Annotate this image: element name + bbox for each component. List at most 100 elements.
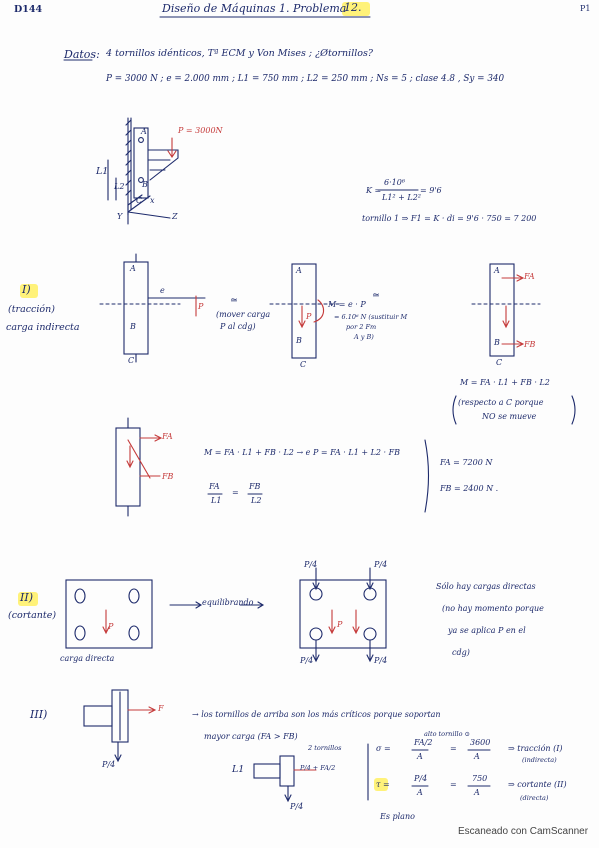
fig1-force-arrow xyxy=(167,137,177,158)
k-numerator: 6·10⁶ xyxy=(384,178,406,187)
k-tornillo: tornillo 1 ⇒ F1 = K · di = 9'6 · 750 = 7… xyxy=(362,214,537,223)
s1-fa-val: FA = 7200 N xyxy=(440,458,493,467)
fig1-l1: L1 xyxy=(96,166,109,177)
section2-numeral: II) xyxy=(20,591,33,604)
section3-small-bolt xyxy=(253,755,317,803)
k-denominator: L1² + L2² xyxy=(382,193,422,202)
section2-plate-left xyxy=(65,579,153,649)
s1-left-a: A xyxy=(130,264,136,273)
s1-m-eq: M = e · P xyxy=(328,300,366,309)
section2-arrow2 xyxy=(239,601,265,609)
s1-frac-ld: L1 xyxy=(211,496,222,505)
s1-low-fb: FB xyxy=(162,472,174,481)
s1-frac-r: FB xyxy=(249,482,261,491)
s3-tau: τ = xyxy=(376,780,390,789)
section3-fraction-bars xyxy=(411,749,491,787)
s1-m-right: M = FA · L1 + FB · L2 xyxy=(460,378,550,387)
s1-frac-l: FA xyxy=(209,482,220,491)
s1-mover: (mover carga xyxy=(216,310,271,319)
datos-label: Datos: xyxy=(64,48,100,61)
section1-plate-lower xyxy=(115,417,141,517)
datos-line2: P = 3000 N ; e = 2.000 mm ; L1 = 750 mm … xyxy=(106,74,505,84)
section2-eq: equilibrando xyxy=(202,598,254,607)
s2-note3: ya se aplica P en el xyxy=(448,626,526,635)
s2-note2: (no hay momento porque xyxy=(442,604,544,613)
s1-mid-c: C xyxy=(300,360,307,369)
section1-mid-arrows xyxy=(298,299,325,329)
fig1-x: x xyxy=(150,196,155,205)
s1-approx1: ≃ xyxy=(230,295,238,306)
datos-line1: 4 tornillos idénticos, Tª ECM y Von Mise… xyxy=(106,48,373,59)
section2-left-p xyxy=(102,609,110,635)
s1-fb-val: FB = 2400 N . xyxy=(440,484,499,493)
fig1-p-label: P = 3000N xyxy=(178,126,223,135)
section1-highlight xyxy=(20,284,38,298)
s3-tau-tag2: (directa) xyxy=(520,794,549,802)
s1-eq-big: M = FA · L1 + FB · L2 → e P = FA · L1 + … xyxy=(204,448,401,457)
section2-highlight xyxy=(18,592,38,606)
s1-mid-p: P xyxy=(306,312,312,321)
s3-sigma-num: FA/2 xyxy=(414,738,433,747)
s3-note2: mayor carga (FA > FB) xyxy=(204,732,298,741)
section3-numeral: III) xyxy=(30,708,48,721)
s1-m-sub2: por 2 Fm xyxy=(346,323,377,331)
s3-sigma-val: 3600 xyxy=(470,738,491,747)
s3-sigma-tag2: (indirecta) xyxy=(522,756,557,764)
fig1-z: Z xyxy=(172,212,178,221)
fig1-a: A xyxy=(141,127,147,136)
s1-mid-b: B xyxy=(296,336,302,345)
s1-left-c: C xyxy=(128,356,135,365)
s3-p4-label: P/4 xyxy=(102,760,116,769)
section2-carga: carga directa xyxy=(60,654,115,663)
s3-es-plano: Es plano xyxy=(380,812,415,821)
s1-e-label: e xyxy=(160,286,165,295)
s3-sigma-eq: = xyxy=(450,744,457,753)
page-title: Diseño de Máquinas 1. Problema xyxy=(162,2,347,15)
s1-resp1: (respecto a C porque xyxy=(458,398,544,407)
s2-note1: Sólo hay cargas directas xyxy=(436,582,536,591)
s2-right-p: P xyxy=(337,620,343,629)
s3-l1: L1 xyxy=(232,764,245,775)
s1-right-c: C xyxy=(496,358,503,367)
s2-p4-tl: P/4 xyxy=(304,560,318,569)
s1-resp2: NO se mueve xyxy=(482,412,537,421)
s3-f-label: F xyxy=(158,704,164,713)
k-value: = 9'6 xyxy=(420,186,442,195)
s2-note4: cdg) xyxy=(452,648,470,657)
s3-tau-num: P/4 xyxy=(414,774,428,783)
section1-carga: carga indirecta xyxy=(6,322,80,333)
section2-subtitle: (cortante) xyxy=(8,610,57,621)
resp-parentheses xyxy=(452,395,576,425)
section1-lower-arrows xyxy=(126,434,163,479)
tau-highlight xyxy=(374,778,388,791)
section1-right-arrows xyxy=(501,274,525,348)
fig1-y: Y xyxy=(117,212,123,221)
s1-right-a: A xyxy=(494,266,500,275)
s1-mid-a: A xyxy=(296,266,302,275)
s2-p4-tr: P/4 xyxy=(374,560,388,569)
problem-number: 12. xyxy=(344,1,362,14)
fig1-c: C xyxy=(136,196,143,205)
s3-tau-den2: A xyxy=(474,788,480,797)
s1-right-b: B xyxy=(494,338,500,347)
s3-sigma-tag: ⇒ tracción (I) xyxy=(508,744,563,753)
section1-plate-left xyxy=(99,253,206,363)
s2-p4-bl: P/4 xyxy=(300,656,314,665)
fig1-axes xyxy=(127,195,171,225)
s2-p4-br: P/4 xyxy=(374,656,388,665)
k-label: K = xyxy=(366,186,382,195)
s3-tau-tag: ⇒ cortante (II) xyxy=(508,780,567,789)
s3-tau-val: 750 xyxy=(472,774,488,783)
s3-sigma-den2: A xyxy=(474,752,480,761)
fig1-b: B xyxy=(142,180,148,189)
s1-low-fa: FA xyxy=(162,432,173,441)
section1-plate-right xyxy=(471,263,541,357)
s3-dos: 2 tornillos xyxy=(308,744,342,752)
section1-brace xyxy=(424,439,430,513)
section2-plate-right xyxy=(299,567,387,663)
s3-p4fa: P/4 + FA/2 xyxy=(300,764,336,772)
s3-p4-small: P/4 xyxy=(290,802,304,811)
s3-alto: alto tornillo ⊙ xyxy=(424,730,471,738)
section2-right-arrows xyxy=(328,609,360,635)
